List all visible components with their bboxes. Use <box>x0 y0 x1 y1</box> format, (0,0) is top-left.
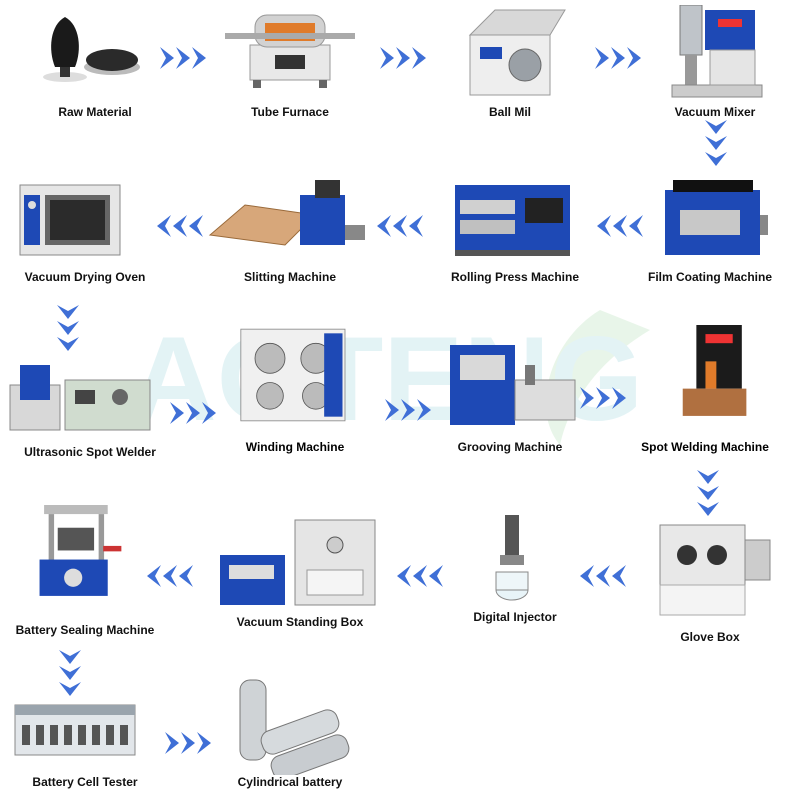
step-label: Ball Mil <box>488 105 531 119</box>
step-label: Cylindrical battery <box>237 775 343 789</box>
step-vacuum-mixer: Vacuum Mixer <box>630 5 800 130</box>
step-label: Film Coating Machine <box>647 270 772 284</box>
raw-material-icon <box>43 17 140 82</box>
ultrasonic-welder-icon <box>9 365 151 431</box>
step-label: Vacuum Drying Oven <box>24 270 146 284</box>
vacuum-mixer-icon <box>671 5 763 98</box>
step-label: Slitting Machine <box>243 270 336 284</box>
flow-arrow-right <box>160 45 208 71</box>
flow-arrow-down <box>57 650 83 698</box>
step-raw-material: Raw Material <box>10 5 180 130</box>
step-label: Glove Box <box>680 630 740 644</box>
flow-arrow-right <box>170 400 218 426</box>
step-label: Raw Material <box>58 105 132 119</box>
step-label: Grooving Machine <box>457 440 563 454</box>
step-label: Spot Welding Machine <box>641 440 769 454</box>
step-battery-cell-tester: Battery Cell Tester <box>0 675 170 800</box>
flow-arrow-left <box>595 213 643 239</box>
step-label: Winding Machine <box>245 440 345 454</box>
step-tube-furnace: Tube Furnace <box>205 5 375 130</box>
flow-arrow-down <box>55 305 81 353</box>
flow-arrow-right <box>580 385 628 411</box>
rolling-press-icon <box>455 185 570 256</box>
flow-arrow-left <box>395 563 443 589</box>
step-rolling-press-machine: Rolling Press Machine <box>430 170 600 295</box>
step-glove-box: Glove Box <box>625 520 795 645</box>
flow-arrow-down <box>703 120 729 168</box>
step-label: Vacuum Standing Box <box>236 615 364 629</box>
digital-injector-icon <box>495 515 529 601</box>
step-label: Digital Injector <box>473 610 557 624</box>
grooving-machine-icon <box>450 345 576 425</box>
flow-arrow-right <box>595 45 643 71</box>
step-vacuum-standing-box: Vacuum Standing Box <box>215 515 385 640</box>
step-digital-injector: Digital Injector <box>430 510 600 635</box>
slitting-machine-icon <box>208 180 365 246</box>
standing-box-icon <box>220 519 376 606</box>
tube-furnace-icon <box>225 14 355 88</box>
step-spot-welding-machine <box>625 325 795 450</box>
winding-machine-icon <box>240 328 346 422</box>
step-battery-sealing-machine: Battery Sealing Machine <box>0 505 170 637</box>
flow-arrow-right <box>385 397 433 423</box>
step-ultrasonic-spot-welder: Ultrasonic Spot Welder <box>5 345 175 470</box>
step-grooving-machine: Grooving Machine <box>425 340 595 465</box>
cylindrical-battery-icon <box>239 679 350 775</box>
step-label: Ultrasonic Spot Welder <box>24 445 156 459</box>
drying-oven-icon <box>19 184 121 256</box>
flow-arrow-left <box>578 563 626 589</box>
step-ball-mil: Ball Mil <box>425 5 595 130</box>
flow-arrow-down <box>695 470 721 518</box>
flow-arrow-right <box>380 45 428 71</box>
step-label: Tube Furnace <box>251 105 329 119</box>
step-label: Vacuum Mixer <box>674 105 756 119</box>
flow-arrow-right <box>165 730 213 756</box>
ball-mill-icon <box>468 9 566 96</box>
film-coating-icon <box>665 180 768 255</box>
flow-arrow-left <box>155 213 203 239</box>
glove-box-icon <box>659 524 771 616</box>
spot-welder-icon <box>682 325 747 416</box>
sealing-machine-icon <box>39 505 122 596</box>
step-label: Battery Sealing Machine <box>15 623 155 637</box>
step-winding-machine <box>210 325 380 450</box>
step-label: Battery Cell Tester <box>32 775 138 789</box>
step-cylindrical-battery: Cylindrical battery <box>205 675 375 800</box>
step-slitting-machine: Slitting Machine <box>205 170 375 295</box>
step-vacuum-drying-oven: Vacuum Drying Oven <box>0 170 170 295</box>
flow-arrow-left <box>375 213 423 239</box>
flow-arrow-left <box>145 563 193 589</box>
step-label: Rolling Press Machine <box>450 270 580 284</box>
step-film-coating-machine: Film Coating Machine <box>625 170 795 295</box>
cell-tester-icon <box>14 704 136 756</box>
